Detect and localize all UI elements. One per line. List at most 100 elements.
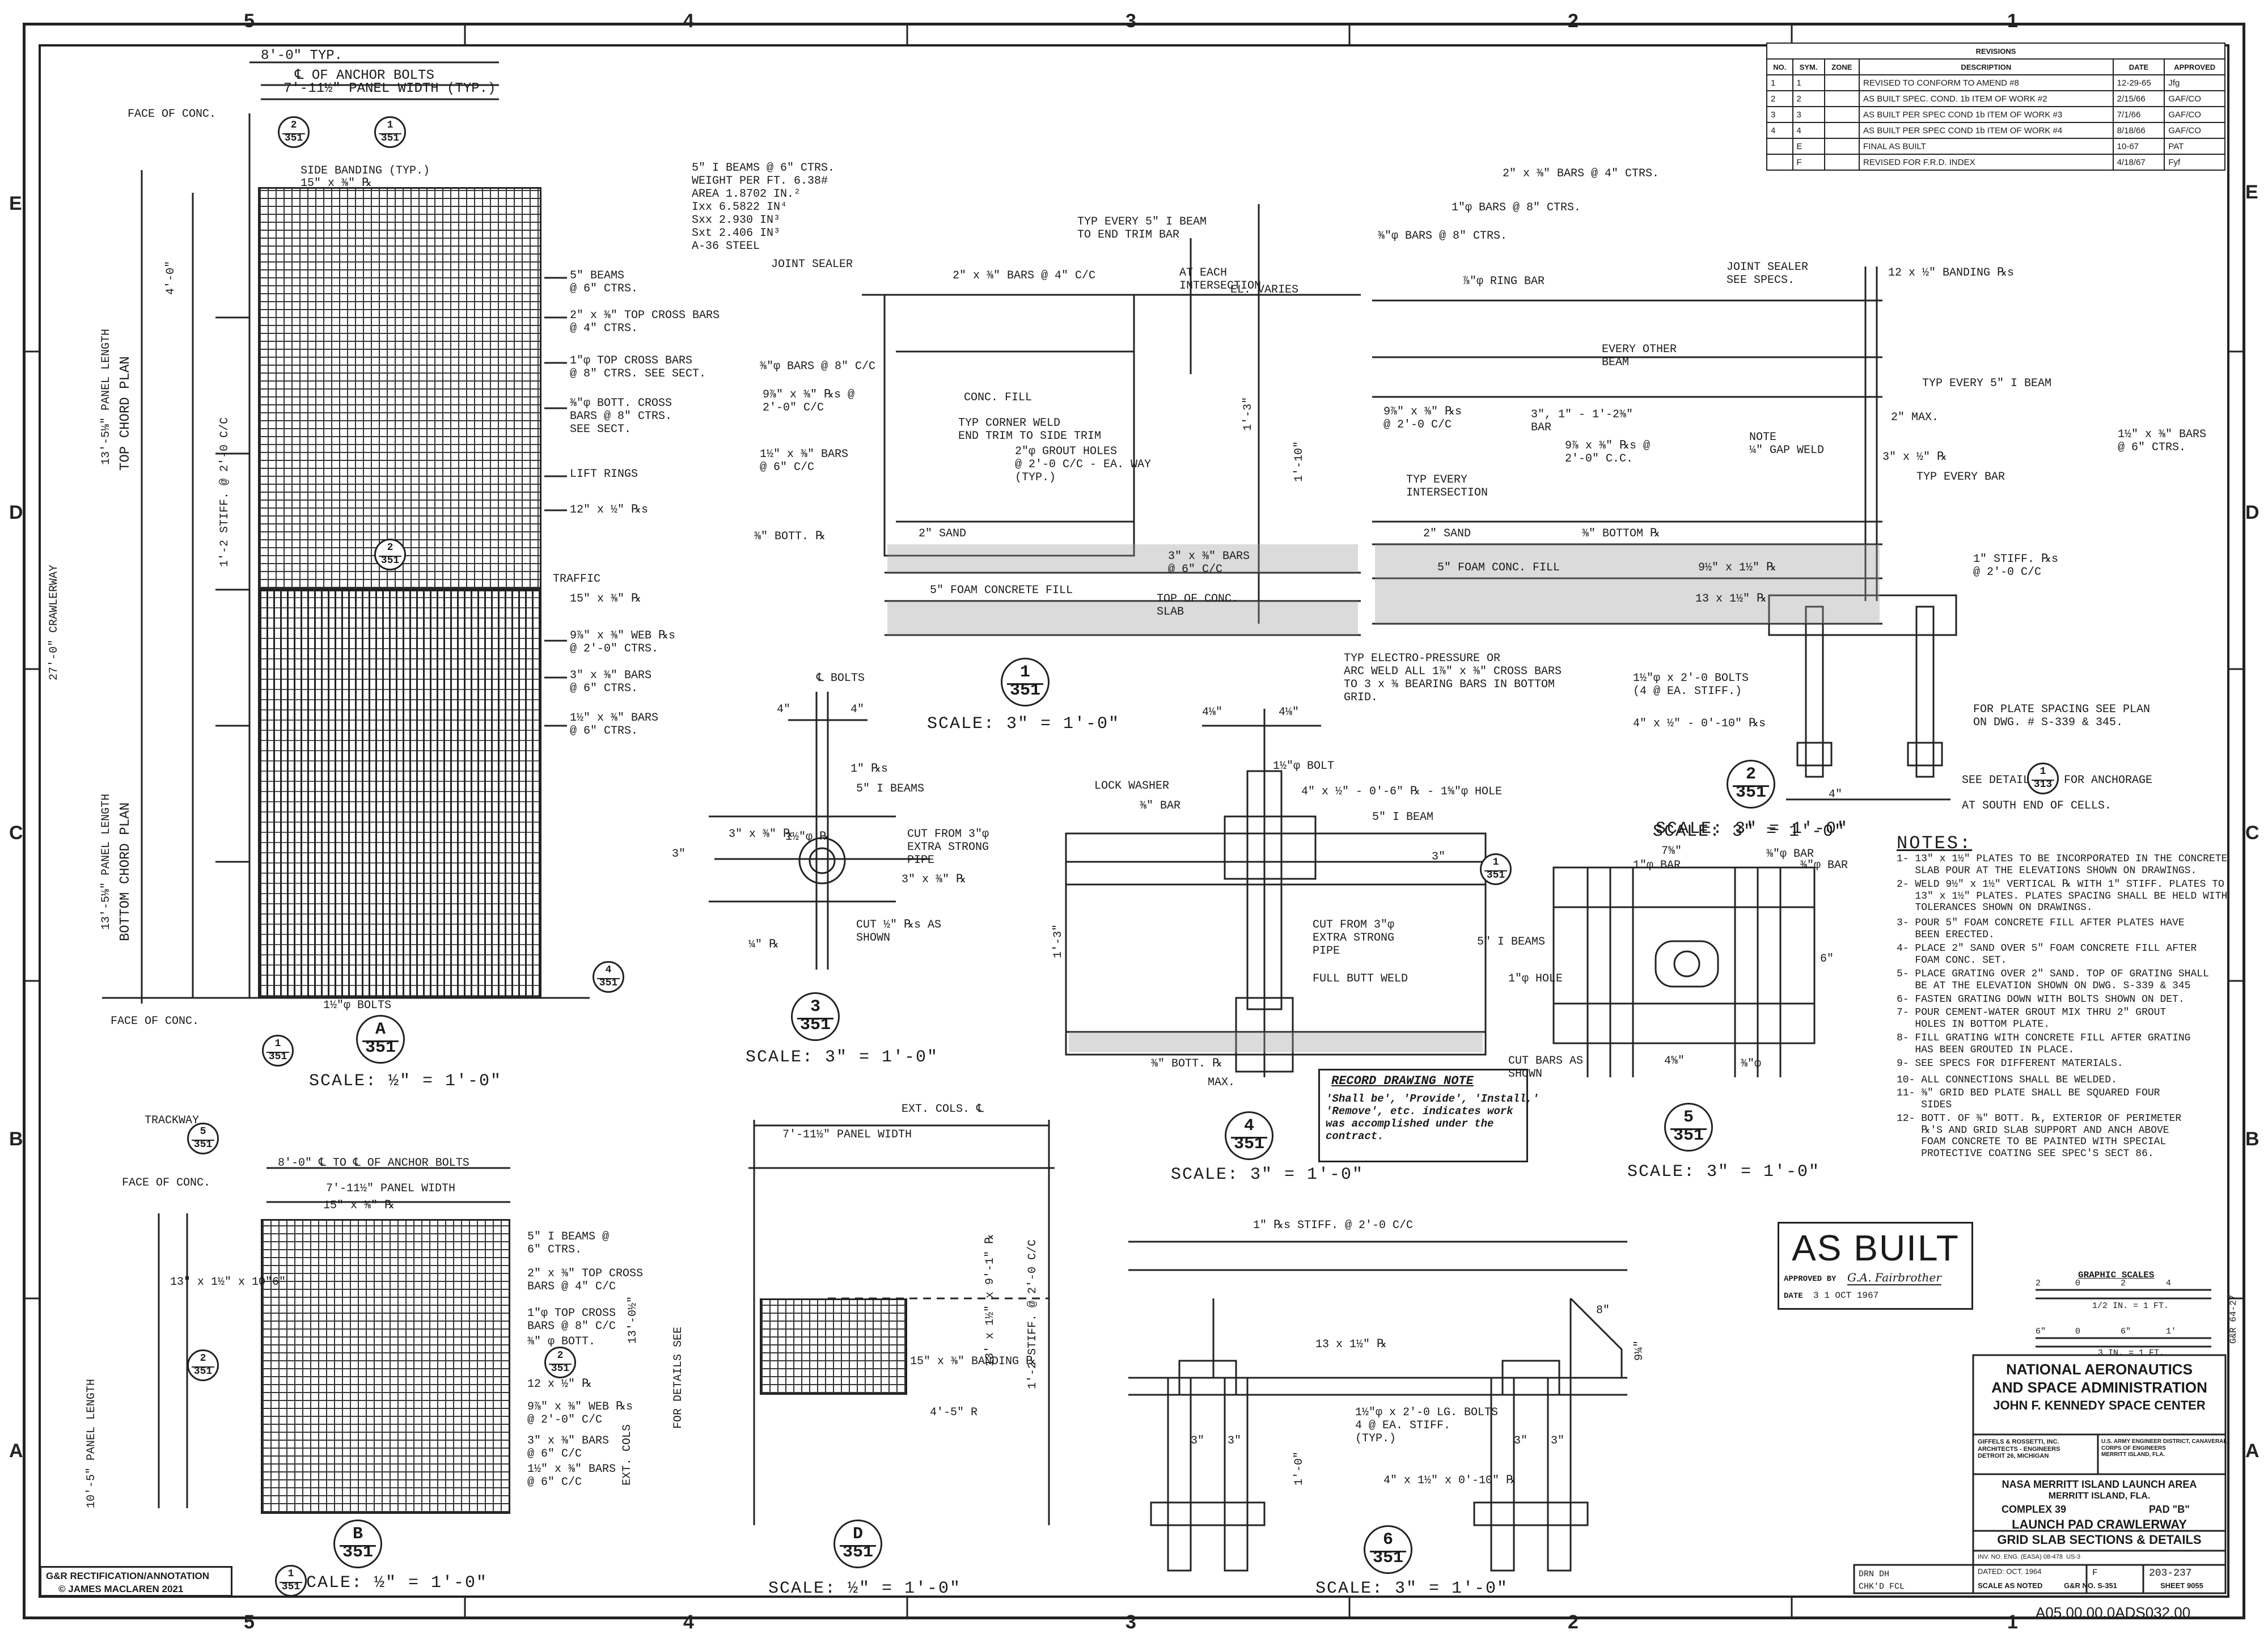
notes-title: NOTES: — [1897, 833, 1973, 854]
note-item: 6- FASTEN GRATING DOWN WITH BOLTS SHOWN … — [1897, 994, 2185, 1005]
section-3-label: 1" ℞s — [850, 763, 888, 776]
note-item: 12- BOTT. OF ⅜" BOTT. ℞, EXTERIOR OF PER… — [1897, 1113, 2182, 1160]
bubble-divider — [362, 1040, 399, 1042]
section-1-vertical-label: 1'-3" — [1242, 396, 1255, 431]
note-item: 9- SEE SPECS FOR DIFFERENT MATERIALS. — [1897, 1058, 2123, 1069]
bubble-top: 4 — [605, 964, 612, 976]
view-a-label: LIFT RINGS — [570, 468, 638, 481]
note-item: 2- WELD 9½" x 1½" VERTICAL ℞ WITH 1" STI… — [1897, 879, 2228, 914]
rev-header-no: NO. — [1766, 58, 1793, 75]
section-3-label: 4" — [850, 703, 865, 716]
drawing-title-2: GRID SLAB SECTIONS & DETAILS — [1997, 1533, 2202, 1547]
section-1-label: 1½" x ⅜" BARS @ 6" C/C — [760, 448, 849, 474]
note-item: 11- ⅜" GRID BED PLATE SHALL BE SQUARED F… — [1897, 1087, 2160, 1111]
section-6-label: 8" — [1596, 1304, 1610, 1317]
section-6-label: 3" — [1514, 1434, 1528, 1448]
inventory-number: INV. NO. ENG. (EASA) 08-478 US-3 — [1978, 1554, 2081, 1560]
bubble-bottom: 351 — [365, 1038, 396, 1057]
section-2-label: ⅞"φ RING BAR — [1463, 275, 1545, 288]
zone-bottom-4: 4 — [683, 1611, 694, 1633]
bubble-top: 3 — [810, 997, 820, 1017]
drawing-sheet-border — [23, 23, 2245, 1619]
scale2-tick: 1' — [2166, 1327, 2177, 1336]
zone-left-D: D — [9, 502, 23, 523]
section-3-label: CUT FROM 3"φ EXTRA STRONG PIPE — [907, 828, 989, 867]
zone-top-5: 5 — [244, 10, 255, 32]
scale1-tick: 2 — [2121, 1279, 2126, 1288]
bubble-divider — [280, 1582, 302, 1583]
rev-cell: FINAL AS BUILT — [1859, 138, 2114, 155]
section-6-label: 3" — [1551, 1434, 1565, 1448]
bubble-bottom: 351 — [799, 1015, 831, 1035]
bubble-divider — [266, 1052, 289, 1053]
section-4-label: CUT FROM 3"φ EXTRA STRONG PIPE — [1313, 919, 1395, 958]
view-d-label: 4'-5" R — [930, 1406, 978, 1419]
section-1-label: JOINT SEALER — [771, 258, 853, 271]
revisions-table: REVISIONS NO. SYM. ZONE DESCRIPTION DATE… — [1766, 43, 2225, 171]
rev-cell: 2 — [1766, 90, 1793, 107]
rev-cell: Fyf — [2164, 154, 2225, 171]
file-number: 203-237 — [2149, 1568, 2192, 1579]
bubble-top: 1 — [1019, 663, 1030, 682]
bubble-bottom: 351 — [1673, 1126, 1704, 1145]
section-3-label: 5" I BEAMS — [856, 782, 925, 795]
view-a-label: 1"φ TOP CROSS BARS @ 8" CTRS. SEE SECT. — [570, 354, 706, 380]
graphic-scales-title: GRAPHIC SCALES — [2078, 1270, 2155, 1280]
rev-cell — [1766, 154, 1793, 171]
section-2-label: 5" FOAM CONC. FILL — [1437, 561, 1560, 574]
zone-bottom-5: 5 — [244, 1611, 255, 1633]
section-2-label: EVERY OTHER BEAM — [1602, 343, 1677, 369]
bubble-divider — [282, 133, 305, 134]
section-2-label: AT SOUTH END OF CELLS. — [1962, 799, 2112, 812]
zone-top-1: 1 — [2007, 10, 2018, 32]
view-a-label: SIDE BANDING (TYP.) — [301, 164, 430, 177]
section-5-label: 5" I BEAMS — [1477, 936, 1546, 949]
section-1-label: 2" x ⅜" BARS @ 4" C/C — [953, 269, 1096, 282]
section-2-label: 1"φ BARS @ 8" CTRS. — [1452, 201, 1581, 214]
rev-cell: GAF/CO — [2164, 106, 2225, 123]
note-item: 7- POUR CEMENT-WATER GROUT MIX THRU 2" G… — [1897, 1007, 2167, 1030]
view-a-label: 1½" x ⅜" BARS @ 6" CTRS. — [570, 712, 659, 738]
bubble-top: 5 — [200, 1126, 206, 1137]
view-a-label: FACE OF CONC. — [128, 108, 217, 121]
section-2-label: TYP EVERY 5" I BEAM — [1922, 377, 2052, 390]
view-b-label: 7'-11½" PANEL WIDTH — [326, 1182, 456, 1195]
zone-top-4: 4 — [683, 10, 694, 32]
zone-left-A: A — [9, 1440, 23, 1462]
rev-cell: GAF/CO — [2164, 122, 2225, 139]
gr-number: G&R NO. S-351 — [2064, 1581, 2117, 1590]
rev-cell — [1823, 122, 1860, 139]
zone-top-3: 3 — [1125, 10, 1136, 32]
section-2-label: 3" x ½" ℞ — [1882, 451, 1947, 464]
section-4-label: FULL BUTT WELD — [1313, 972, 1408, 985]
view-b-label: 8'-0" ℄ TO ℄ OF ANCHOR BOLTS — [278, 1157, 469, 1170]
section-1-label: 3" x ⅜" BARS @ 6" C/C — [1168, 550, 1250, 576]
bubble-divider — [340, 1545, 376, 1547]
bubble-bottom: 351 — [268, 1051, 287, 1063]
view-b-label: ⅜" φ BOTT. — [527, 1335, 596, 1348]
note-item: 5- PLACE GRATING OVER 2" SAND. TOP OF GR… — [1897, 968, 2209, 992]
approved-signature: G.A. Fairbrother — [1847, 1271, 1941, 1285]
rev-cell: 7/1/66 — [2112, 106, 2165, 123]
view-a-label: 9⅞" x ⅜" WEB ℞s @ 2'-0" CTRS. — [570, 629, 675, 655]
bubble-top: 1 — [274, 1038, 281, 1049]
section-5-label: ⅜"φ BAR — [1800, 859, 1848, 872]
rev-cell: 2 — [1792, 90, 1825, 107]
drawing-scale: SCALE AS NOTED — [1978, 1581, 2043, 1590]
section-2-label: 3", 1" - 1'-2⅜" BAR — [1531, 408, 1634, 434]
section-6-label: 3" — [1191, 1434, 1205, 1448]
section-4-label: 4⅛" — [1279, 706, 1300, 719]
scale1-tick: 4 — [2166, 1279, 2172, 1288]
section-2-label: SEE DETAIL — [1962, 774, 2030, 787]
rev-cell: AS BUILT PER SPEC COND 1b ITEM OF WORK #… — [1859, 122, 2114, 139]
zone-bottom-3: 3 — [1125, 1611, 1136, 1633]
section-5-label: CUT BARS AS SHOWN — [1508, 1055, 1584, 1081]
section-1-label: 5" FOAM CONCRETE FILL — [930, 584, 1073, 597]
bubble-bottom: 351 — [551, 1363, 570, 1374]
